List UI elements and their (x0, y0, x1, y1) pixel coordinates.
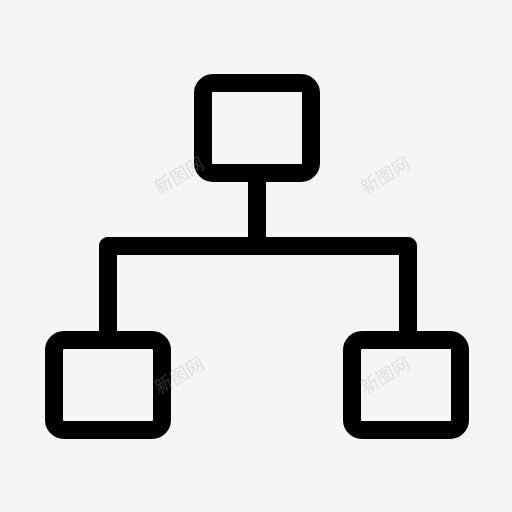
right-node-box (343, 331, 469, 439)
left-node-box (45, 331, 171, 439)
top-node-box (194, 74, 320, 182)
branch-connector (99, 237, 417, 340)
